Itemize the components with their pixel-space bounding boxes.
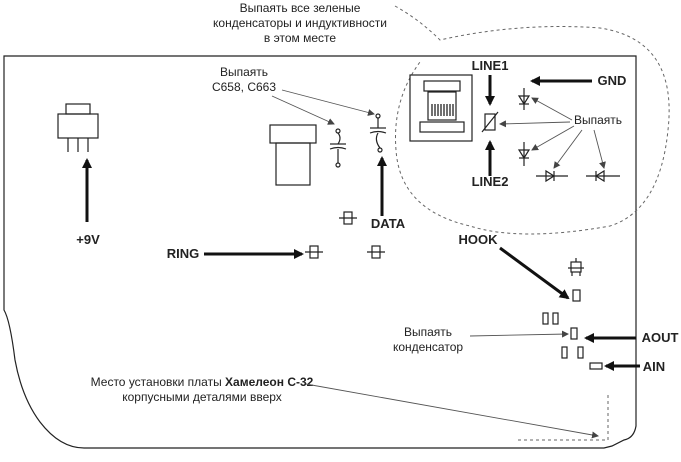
label-aout: AOUT [642,330,679,345]
label-ring: RING [167,246,200,261]
note-mount-board-name: Хамелеон С-32 [225,375,314,389]
smd-pad-hook [572,289,581,302]
pointer-c658 [271,95,335,125]
label-gnd: GND [598,73,627,88]
label-data: DATA [371,216,406,231]
note-mount-line1: Место установки платы Хамелеон С-32 [91,375,314,389]
label-hook: HOOK [459,232,499,247]
label-9v: +9V [76,232,100,247]
transistor [568,258,584,276]
note-desolder-cap-line1: Выпаять [404,325,452,339]
rj-connector [409,74,473,142]
note-c658-line2: C658, C663 [212,80,276,94]
label-ain: AIN [643,359,665,374]
pointer-c663 [281,89,375,116]
voltage-regulator [57,103,99,152]
note-c658-line1: Выпаять [220,65,268,79]
note-desolder-all-line3: в этом месте [264,31,336,45]
smd-part-3 [367,245,385,259]
relay-component [269,124,317,186]
protection-component [481,111,499,133]
arrow-hook [499,246,570,300]
note-mount-line2: корпусными деталями вверх [122,390,282,404]
smd-pad-1 [542,312,549,325]
note-desolder-all-line1: Выпаять все зеленые [240,1,361,15]
smd-pad-ain [589,362,603,370]
note-desolder-cap-line2: конденсатор [393,340,463,354]
note-mount-prefix: Место установки платы [91,375,225,389]
diode-vertical-2 [517,142,531,166]
pointer-capacitor [469,330,569,338]
diode-horizontal-1 [536,169,568,183]
smd-pad-4 [577,346,584,359]
diode-horizontal-2 [586,169,620,183]
smd-pad-capacitor [570,327,578,340]
smd-part-1 [339,211,357,225]
capacitor-c658 [329,128,347,168]
note-desolder-all-line2: конденсаторы и индуктивности [213,16,387,30]
diode-vertical-1 [517,88,531,110]
board-outline [3,55,637,449]
smd-pad-2 [552,312,559,325]
capacitor-c663 [369,113,387,153]
note-desolder-diodes: Выпаять [574,113,622,127]
smd-part-2 [305,245,323,259]
pointer-mount-area [305,383,599,439]
mount-area-outline [518,392,609,441]
label-line2: LINE2 [472,174,509,189]
pointers-desolder-diodes [499,97,606,169]
removal-area-outline [394,5,670,235]
smd-pad-3 [561,346,568,359]
label-line1: LINE1 [472,58,509,73]
